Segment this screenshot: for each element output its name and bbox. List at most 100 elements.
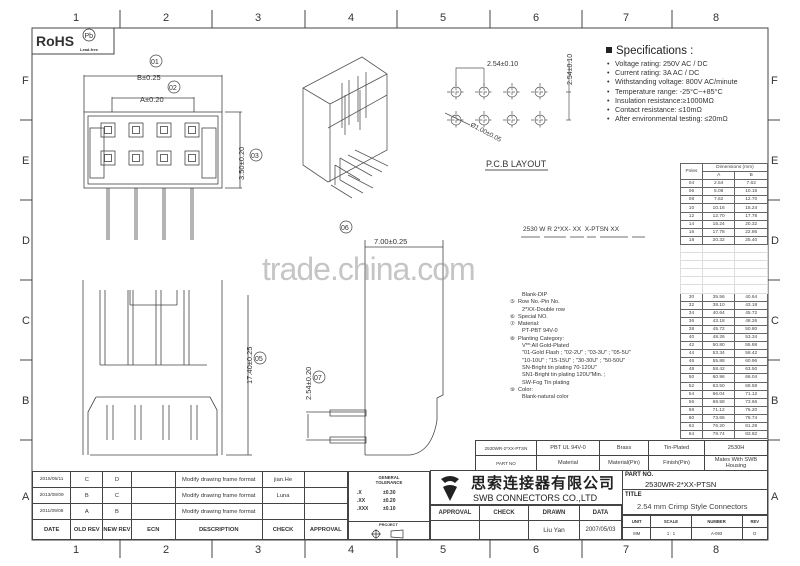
table-cell: 32 [680, 300, 703, 310]
svg-text:03: 03 [251, 153, 259, 160]
legend-line: SW-Fog Tin plating [510, 380, 650, 387]
legend-text: SN-Bright tin plating 70-120U" [522, 364, 597, 371]
side-height-dim: 17.40±0.25 [245, 347, 254, 384]
table-cell: 71.12 [734, 389, 768, 399]
pin-square [188, 154, 196, 162]
revision-cell [303, 503, 349, 520]
pcb-layout [444, 60, 571, 171]
table-cell: 81.28 [734, 421, 768, 432]
zone-letter: B [22, 395, 29, 407]
svg-text:Pb: Pb [85, 33, 94, 40]
table-cell: 76.20 [701, 421, 736, 432]
table-cell: 68.58 [734, 381, 768, 391]
revision-cell: A [70, 503, 104, 520]
projection-symbol-icon [371, 529, 404, 539]
table-cell: 30 [680, 292, 703, 302]
svg-text:02: 02 [169, 85, 177, 92]
pcb-centerline [503, 111, 521, 129]
front-view [83, 75, 242, 240]
legend-text: 2*XX-Double row [522, 306, 565, 313]
table-cell: 40 [680, 332, 703, 343]
project-label: PROJECT [379, 522, 398, 527]
table-cell: 16 [680, 227, 703, 237]
revision-cell: 2013/08/09 [31, 487, 72, 504]
revision-header-cell: OLD REV [70, 519, 104, 540]
table-cell: 35.56 [701, 292, 736, 302]
pcb-pitch-x: 2.54±0.10 [487, 61, 518, 68]
svg-text:Lead-free: Lead-free [80, 47, 99, 52]
scale-label: SCALE [650, 515, 692, 528]
table-cell: 06 [680, 187, 703, 197]
svg-text:01: 01 [151, 59, 159, 66]
mat-housing: 2530H [704, 440, 768, 456]
revision-header-cell: DATE [31, 519, 72, 540]
table-cell: 55.88 [701, 357, 736, 367]
tolerance-precision: .XX [357, 498, 366, 504]
pin-square [104, 126, 112, 134]
table-cell: 20.32 [734, 219, 768, 229]
table-cell: 62 [680, 421, 703, 432]
zone-letter: D [771, 235, 779, 247]
table-cell: 63.50 [734, 365, 768, 375]
zone-letter: C [22, 315, 30, 327]
table-cell: 2.54 [701, 179, 736, 189]
specifications-title: Specifications : [606, 44, 776, 58]
tolerance-value: ±0.20 [383, 498, 396, 504]
svg-text:RoHS: RoHS [36, 33, 74, 49]
revision-cell [261, 503, 305, 520]
table-cell: 50.80 [701, 341, 736, 351]
table-cell: 38.10 [701, 300, 736, 310]
table-cell: 22.86 [734, 227, 768, 237]
legend-line: "10-10U" ; "15-15U" ; "30-30U" ; "50-50U… [510, 358, 650, 365]
tolerance-value: ±0.30 [383, 490, 396, 496]
pin-square [104, 154, 112, 162]
col-a: A [701, 171, 736, 181]
revision-cell: D [102, 471, 132, 488]
material-table: 2530WR-2*XX-PTSN PBT UL 94V-0 Brass Tin-… [475, 440, 768, 471]
table-row-obscured [680, 276, 768, 286]
table-cell: 48 [680, 365, 703, 375]
tolerance-block: GENERAL TOLERANCE .X±0.30.XX±0.20.XXX±0.… [348, 471, 430, 540]
number-value: A-093 [690, 527, 743, 540]
legend-line: "01-Gold Flash ; "02-2U" ; "03-3U" ; "05… [510, 350, 650, 357]
part-code: 2530 W R 2*XX- XX X-PTSN XX [523, 226, 620, 233]
approval-value [430, 520, 480, 540]
table-cell: 52 [680, 381, 703, 391]
col-poles: Poles [680, 162, 703, 181]
table-cell: 64 [680, 430, 703, 440]
side-view [82, 280, 252, 456]
date-label: DATA [579, 505, 622, 521]
unit-label: UNIT [621, 515, 652, 528]
table-cell: 48.26 [734, 316, 768, 326]
pin-cavity [128, 150, 144, 166]
zone-number: 8 [713, 544, 719, 556]
table-cell: 54 [680, 389, 703, 399]
table-cell: 48.26 [701, 332, 736, 343]
table-cell: 12 [680, 211, 703, 221]
legend-text: Row No.-Pin No. [518, 299, 560, 306]
col-b: B [734, 171, 768, 181]
revision-header-cell: NEW REV [102, 519, 132, 540]
spec-item: Temperature range: -25°C~+85°C [606, 87, 776, 96]
table-cell: 63.50 [701, 381, 736, 391]
zone-letter: A [22, 491, 30, 503]
zone-number: 3 [255, 544, 261, 556]
legend-line: SN-Bright tin plating 70-120U" [510, 365, 650, 372]
zone-number: 3 [255, 12, 261, 24]
revision-cell: jian.He [261, 471, 305, 488]
pin-square [132, 126, 140, 134]
zone-number: 6 [533, 544, 539, 556]
table-cell: 58.42 [701, 365, 736, 375]
table-cell: 7.62 [701, 195, 736, 205]
revision-cell: B [70, 487, 104, 504]
company-block: 思索连接器有限公司 SWB CONNECTORS CO.,LTD [430, 470, 622, 505]
